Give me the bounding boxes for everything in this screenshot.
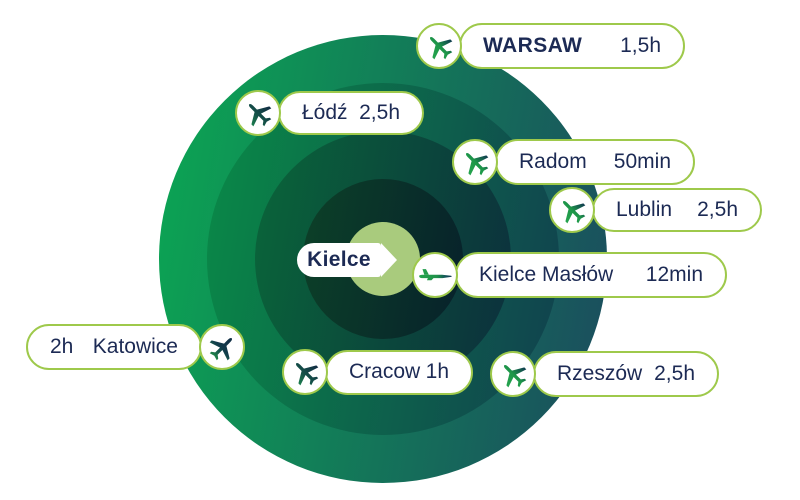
travel-time-label: 2,5h xyxy=(654,362,695,385)
destination-kielce-maslow: Kielce Masłów 12min xyxy=(412,252,727,298)
travel-time-label: 2h xyxy=(50,335,74,358)
airplane-top-icon xyxy=(416,23,462,69)
airplane-top-icon xyxy=(282,349,328,395)
city-label: Kielce Masłów xyxy=(479,263,614,286)
destination-warsaw: WARSAW 1,5h xyxy=(416,23,685,69)
center-city-name: Kielce xyxy=(307,248,371,271)
city-label: Łódź xyxy=(302,101,348,124)
city-label: Lublin xyxy=(616,198,673,221)
city-label: WARSAW xyxy=(483,34,583,57)
airplane-top-icon xyxy=(199,324,245,370)
travel-time-label: 1h xyxy=(425,360,449,383)
destination-pill: Kielce Masłów 12min xyxy=(455,252,727,298)
destination-rzeszow: Rzeszów 2,5h xyxy=(490,351,719,397)
airplane-side-icon xyxy=(412,252,458,298)
city-label: Rzeszów xyxy=(557,362,643,385)
destination-lublin: Lublin 2,5h xyxy=(549,187,762,233)
destination-radom: Radom 50min xyxy=(452,139,695,185)
destination-pill: Lublin 2,5h xyxy=(592,188,762,232)
airplane-top-icon xyxy=(490,351,536,397)
destination-pill: Łódź 2,5h xyxy=(278,91,424,135)
destination-katowice: 2h Katowice xyxy=(26,324,245,370)
destination-pill: Rzeszów 2,5h xyxy=(533,351,719,397)
airplane-top-icon xyxy=(235,90,281,136)
travel-time-label: 12min xyxy=(645,263,703,286)
airplane-top-icon xyxy=(452,139,498,185)
city-label: Radom xyxy=(519,150,587,173)
destination-lodz: Łódź 2,5h xyxy=(235,90,424,136)
travel-time-label: 2,5h xyxy=(359,101,400,124)
airplane-top-icon xyxy=(549,187,595,233)
city-label: Katowice xyxy=(92,335,178,358)
travel-time-label: 50min xyxy=(613,150,671,173)
center-city-label: Kielce xyxy=(297,243,397,277)
destination-pill: 2h Katowice xyxy=(26,324,202,370)
destination-pill: WARSAW 1,5h xyxy=(459,23,685,69)
city-label: Cracow xyxy=(349,360,421,383)
destination-pill: Radom 50min xyxy=(495,139,695,185)
travel-time-label: 2,5h xyxy=(697,198,738,221)
travel-time-label: 1,5h xyxy=(620,34,661,57)
